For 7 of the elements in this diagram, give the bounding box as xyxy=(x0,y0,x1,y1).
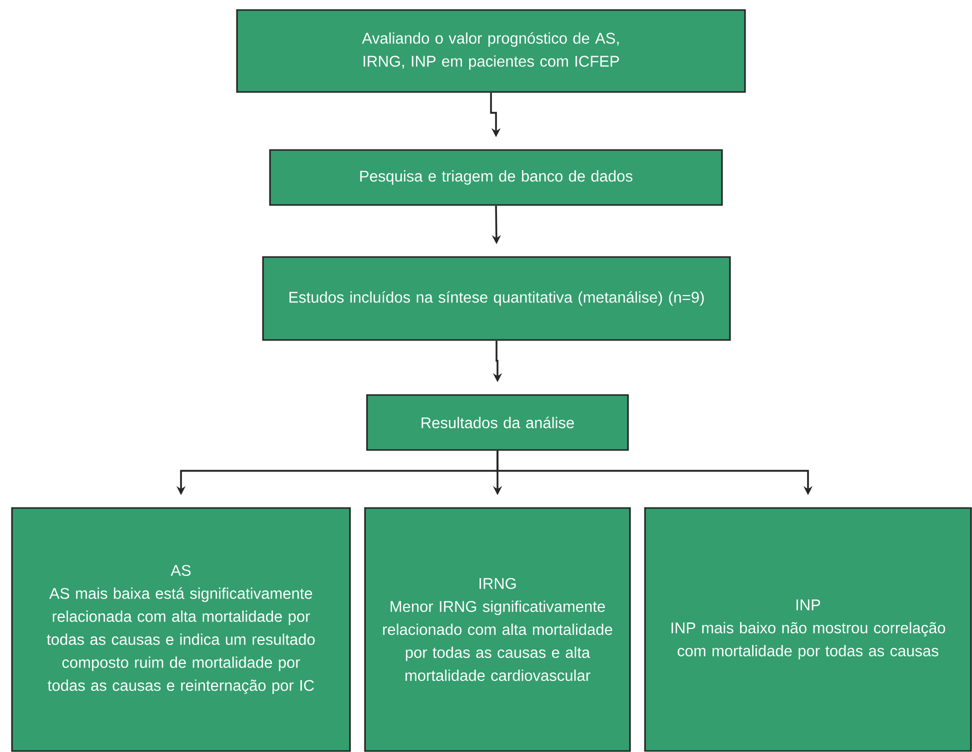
result-box: INP INP mais baixo não mostrou correlação com mortalidade por todas as causas xyxy=(644,507,972,752)
process-box: Resultados da análise xyxy=(366,394,629,451)
result-box: IRNG Menor IRNG significativamente relacionado com alta mortalidade por todas as causas e alta mortalidade cardiovascular xyxy=(364,507,631,752)
process-box: Avaliando o valor prognóstico de AS, IRNG, INP em pacientes com ICFEP xyxy=(236,9,746,93)
process-box: Estudos incluídos na síntese quantitativa (metanálise) (n=9) xyxy=(262,256,731,341)
process-box: Pesquisa e triagem de banco de dados xyxy=(269,149,723,206)
result-box: AS AS mais baixa está significativamente relacionada com alta mortalidade por todas as causas e indica um resultado composto ruim de mortalidade por todas as causas e reinternação por IC xyxy=(11,507,351,752)
